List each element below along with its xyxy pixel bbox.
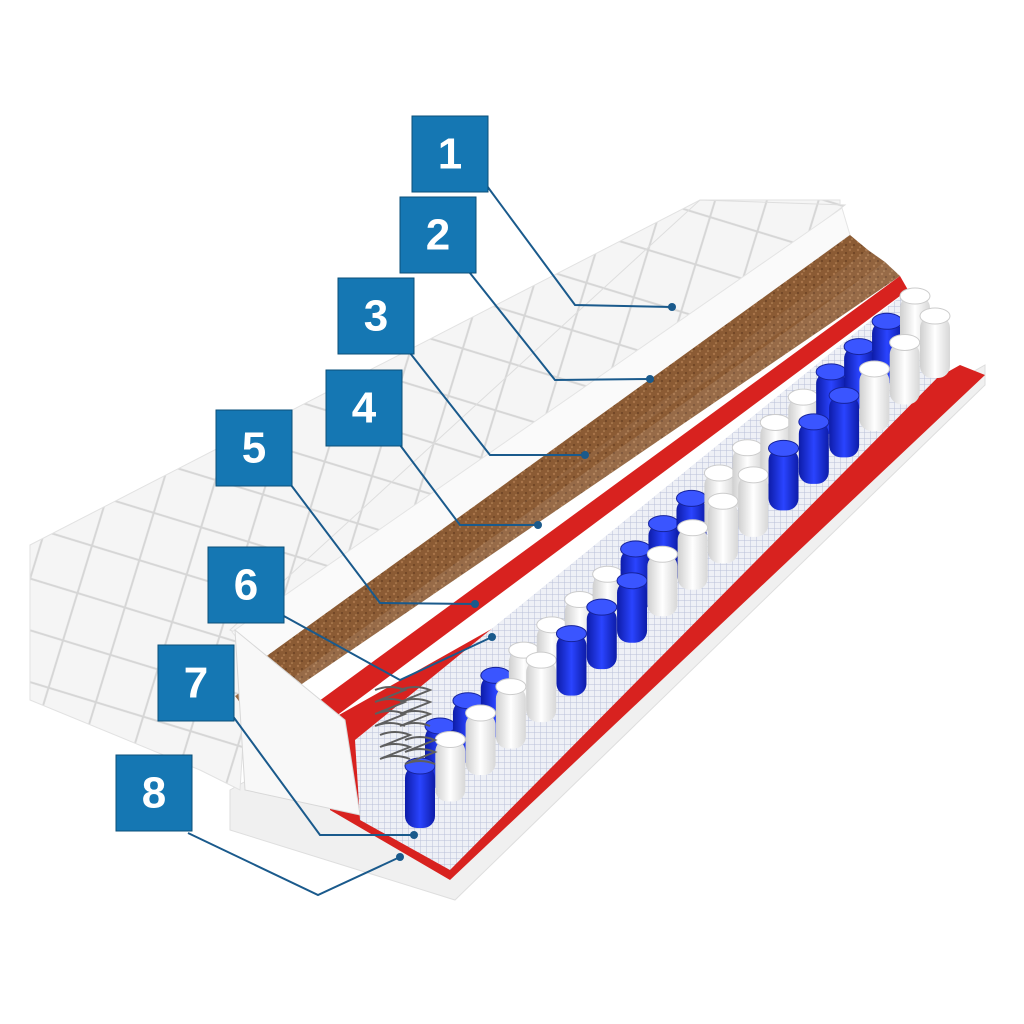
leader-dot-2 xyxy=(646,375,654,383)
leader-dot-4 xyxy=(534,521,542,529)
pocket-spring-cap xyxy=(646,545,678,563)
leader-dot-8 xyxy=(396,853,404,861)
pocket-spring-cap xyxy=(555,625,587,643)
white-pocket-spring xyxy=(526,660,557,723)
pocket-spring-cap xyxy=(768,439,800,457)
callout-badge-7: 7 xyxy=(157,644,235,722)
pocket-spring-cap xyxy=(798,413,830,431)
pocket-spring-cap xyxy=(815,363,847,381)
white-pocket-spring xyxy=(920,316,950,378)
white-pocket-spring xyxy=(495,686,526,749)
front-foam-block xyxy=(234,628,361,816)
callout-number-7: 7 xyxy=(184,659,208,708)
callout-number-2: 2 xyxy=(426,211,450,260)
pocket-spring-cap xyxy=(843,338,875,356)
blue-pocket-spring xyxy=(617,580,648,643)
leader-line-7 xyxy=(231,714,414,836)
blue-pocket-spring xyxy=(405,766,435,828)
callout-badge-5: 5 xyxy=(215,409,293,487)
callout-number-5: 5 xyxy=(242,424,266,473)
pocket-spring-cap xyxy=(703,464,735,482)
callout-badges: 1 2 3 4 5 6 7 8 xyxy=(115,115,489,832)
callout-number-6: 6 xyxy=(234,561,258,610)
callout-badge-4: 4 xyxy=(325,369,403,447)
pocket-spring-cap xyxy=(919,307,951,325)
white-pocket-spring xyxy=(677,527,708,590)
blue-pocket-spring xyxy=(586,607,617,670)
callout-badge-2: 2 xyxy=(399,196,477,274)
callout-badge-6: 6 xyxy=(207,546,285,624)
leader-dot-6 xyxy=(488,633,496,641)
white-pocket-spring xyxy=(707,501,738,564)
pocket-spring-cap xyxy=(675,489,707,507)
leader-dot-7 xyxy=(410,831,418,839)
leader-line-2 xyxy=(465,267,651,382)
pocket-spring-cap xyxy=(620,540,652,558)
pocket-spring-cap xyxy=(787,388,819,406)
leader-line-5 xyxy=(290,484,476,605)
blue-pocket-spring xyxy=(556,633,587,696)
pocket-spring-cap xyxy=(737,466,769,484)
callout-badge-3: 3 xyxy=(337,277,415,355)
callout-number-3: 3 xyxy=(364,292,388,341)
pocket-spring-cap xyxy=(465,704,497,722)
pocket-springs xyxy=(404,287,951,828)
pocket-spring-cap xyxy=(648,515,680,533)
metal-coils xyxy=(374,686,438,765)
callout-badge-8: 8 xyxy=(115,754,193,832)
white-pocket-spring xyxy=(889,342,920,405)
pocket-spring-cap xyxy=(858,360,890,378)
leader-dot-3 xyxy=(581,451,589,459)
pocket-spring-cap xyxy=(759,413,791,431)
callout-number-8: 8 xyxy=(142,769,166,818)
white-pocket-spring xyxy=(859,368,890,431)
pocket-spring-cap xyxy=(889,333,921,351)
white-pocket-spring xyxy=(465,713,496,776)
leader-line-4 xyxy=(399,444,538,526)
leader-dot-5 xyxy=(471,600,479,608)
leader-line-1 xyxy=(486,185,673,308)
leader-lines xyxy=(187,185,673,897)
pocket-spring-cap xyxy=(677,519,709,537)
pocket-spring-cap xyxy=(899,287,931,305)
callout-number-1: 1 xyxy=(438,130,462,179)
pocket-spring-cap xyxy=(525,651,557,669)
pocket-spring-cap xyxy=(871,312,903,330)
pocket-spring-cap xyxy=(586,598,618,616)
blue-pocket-spring xyxy=(798,421,829,484)
pocket-spring-cap xyxy=(731,439,763,457)
white-pocket-spring xyxy=(738,474,769,537)
red-strip xyxy=(300,276,908,728)
pocket-spring-cap xyxy=(434,731,466,749)
leader-dots xyxy=(396,303,676,861)
leader-line-8 xyxy=(187,832,401,897)
blue-pocket-spring xyxy=(768,448,799,511)
callout-number-4: 4 xyxy=(352,384,377,433)
leader-line-3 xyxy=(409,352,585,456)
pocket-spring-cap xyxy=(828,386,860,404)
leader-line-6 xyxy=(281,614,493,682)
white-pocket-spring xyxy=(647,554,678,617)
pocket-spring-cap xyxy=(616,572,648,590)
pocket-spring-cap xyxy=(495,678,527,696)
pocket-spring-cap xyxy=(707,492,739,510)
blue-pocket-spring xyxy=(829,395,860,458)
leader-dot-1 xyxy=(668,303,676,311)
white-pocket-spring xyxy=(435,739,466,802)
callout-badge-1: 1 xyxy=(411,115,489,193)
